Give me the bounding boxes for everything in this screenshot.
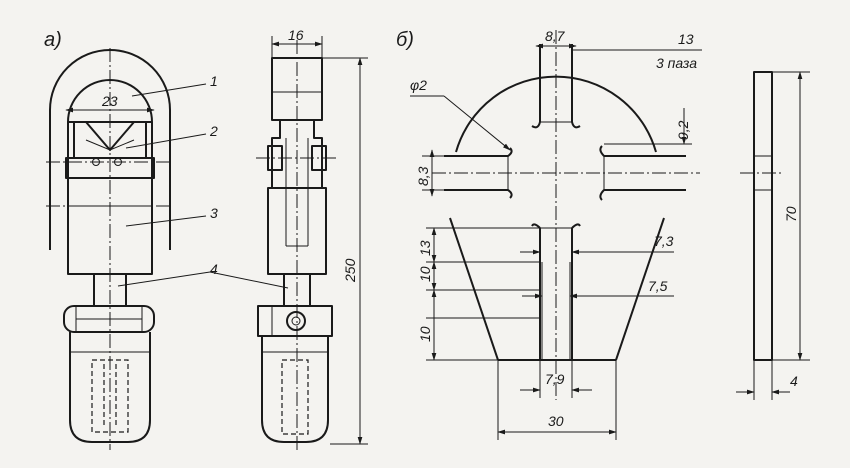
- dim-b-7-9: 7,9: [545, 371, 565, 387]
- dim-b-10-upper: 10: [417, 266, 433, 282]
- view-b-edge: 70 4: [736, 71, 810, 400]
- dim-a-16: 16: [288, 27, 304, 43]
- dim-b-7-3: 7,3: [654, 233, 674, 249]
- dim-b-10-lower: 10: [417, 326, 433, 342]
- callouts: 1 2 3 4: [117, 73, 289, 289]
- dim-b-9-2: 9,2: [675, 120, 691, 140]
- dim-b-3-slots: 3 паза: [656, 55, 697, 71]
- dim-c-4: 4: [790, 373, 798, 389]
- view-a-label: а): [44, 29, 62, 51]
- dim-b-13-left: 13: [417, 240, 433, 256]
- dim-b-30: 30: [548, 413, 564, 429]
- dim-b-8-7: 8,7: [545, 28, 566, 44]
- dim-c-70: 70: [783, 206, 799, 222]
- dim-a-23: 23: [101, 93, 118, 109]
- dim-b-13: 13: [678, 31, 694, 47]
- view-a-side: 16 250: [256, 27, 368, 452]
- dim-b-phi2: φ2: [410, 77, 427, 93]
- dim-b-8-3: 8,3: [415, 166, 431, 186]
- callout-3: 3: [210, 205, 218, 221]
- dim-a-250: 250: [342, 258, 358, 283]
- view-b-label: б): [396, 29, 414, 51]
- view-a-front: 23: [46, 48, 172, 450]
- dim-b-7-5: 7,5: [648, 278, 668, 294]
- callout-2: 2: [209, 123, 218, 139]
- callout-4: 4: [210, 261, 218, 277]
- callout-1: 1: [210, 73, 218, 89]
- view-b-plate: 8,7 13 3 паза φ2 9,2 8,3 13 10 10 7,3: [410, 28, 702, 440]
